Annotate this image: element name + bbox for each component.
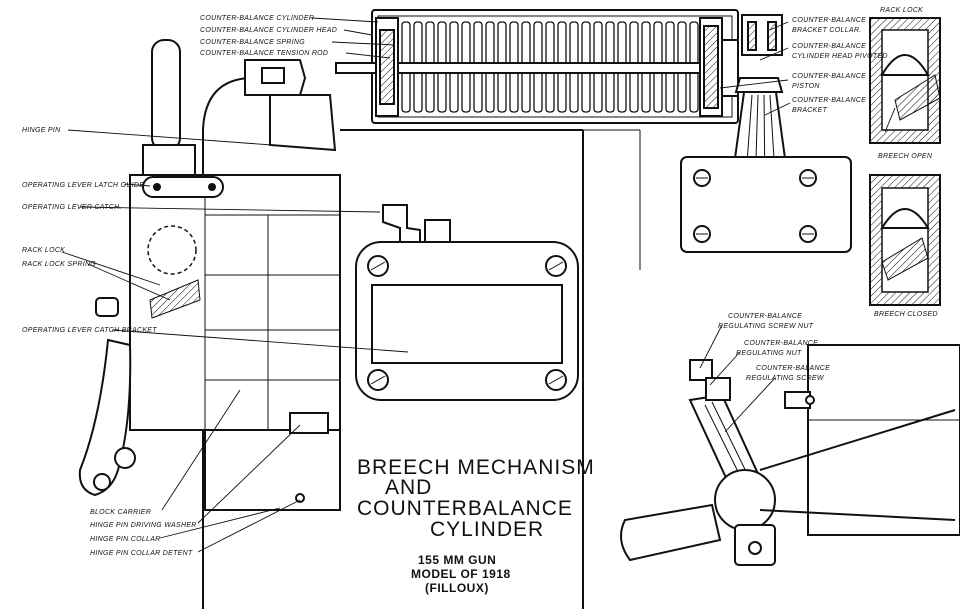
label-cb-bracket-collar-2: BRACKET COLLAR. (792, 27, 861, 34)
block-carrier (129, 39, 341, 511)
leader-lines (61, 17, 896, 553)
label-rack-lock-spring: RACK LOCK SPRING (22, 261, 96, 268)
label-cb-piston: COUNTER-BALANCE (792, 73, 866, 80)
counterbalance-bracket (680, 14, 852, 253)
label-hinge-pin: HINGE PIN (22, 127, 61, 134)
label-cb-head-pivoted: COUNTER-BALANCE (792, 43, 866, 50)
label-cb-bracket-2: BRACKET (792, 107, 828, 114)
label-rack-lock: RACK LOCK (22, 247, 65, 254)
label-hinge-pin-driving-washer: HINGE PIN DRIVING WASHER (90, 522, 197, 529)
label-block-carrier: BLOCK CARRIER (90, 509, 151, 516)
rack-lock-open-view (869, 17, 941, 144)
rack-lock-closed-view (869, 174, 941, 306)
operating-lever-catch-bracket (355, 204, 579, 401)
label-cb-bracket-collar: COUNTER-BALANCE (792, 17, 866, 24)
regulating-screw-assembly (620, 344, 960, 566)
label-reg-screw-nut-2: REGULATING SCREW NUT (718, 323, 814, 330)
label-op-lever-latch-guide: OPERATING LEVER LATCH GUIDE (22, 182, 144, 189)
label-op-lever-catch-bracket: OPERATING LEVER CATCH BRACKET (22, 327, 157, 334)
label-op-lever-catch: OPERATING LEVER CATCH. (22, 204, 122, 211)
label-cb-cylinder-head: COUNTER-BALANCE CYLINDER HEAD (200, 27, 337, 34)
label-hinge-pin-collar: HINGE PIN COLLAR (90, 536, 161, 543)
title-line-2: AND (385, 476, 432, 499)
label-cb-spring: COUNTER-BALANCE SPRING (200, 39, 305, 46)
label-cb-cylinder: COUNTER-BALANCE CYLINDER (200, 15, 314, 22)
label-cb-bracket: COUNTER-BALANCE (792, 97, 866, 104)
label-cb-piston-2: PISTON (792, 83, 820, 90)
title-line-4: CYLINDER (430, 518, 544, 541)
subtitle-line-1: 155 MM GUN (418, 553, 496, 567)
label-reg-screw-nut: COUNTER-BALANCE (728, 313, 802, 320)
label-hinge-pin-collar-detent: HINGE PIN COLLAR DETENT (90, 550, 193, 557)
label-reg-nut-2: REGULATING NUT (736, 350, 802, 357)
counterbalance-cylinder (335, 9, 739, 124)
subtitle-line-2: MODEL OF 1918 (411, 567, 511, 581)
callout-labels: COUNTER-BALANCE CYLINDER COUNTER-BALANCE… (22, 7, 938, 557)
label-reg-screw-2: REGULATING SCREW (746, 375, 825, 382)
label-cb-tension-rod: COUNTER-BALANCE TENSION ROD (200, 50, 328, 57)
label-reg-nut: COUNTER-BALANCE (744, 340, 818, 347)
label-cb-head-pivoted-2: CYLINDER HEAD PIVOTED (792, 53, 888, 60)
subtitle-line-3: (FILLOUX) (425, 581, 489, 595)
title-line-1: BREECH MECHANISM (357, 456, 595, 479)
label-reg-screw: COUNTER-BALANCE (756, 365, 830, 372)
label-breech-closed: BREECH CLOSED (874, 311, 938, 318)
title-block: BREECH MECHANISM AND COUNTERBALANCE CYLI… (357, 456, 595, 595)
operating-lever (78, 297, 136, 497)
label-rack-lock-top: RACK LOCK (880, 7, 923, 14)
label-breech-open: BREECH OPEN (878, 153, 933, 160)
title-line-3: COUNTERBALANCE (357, 497, 573, 520)
